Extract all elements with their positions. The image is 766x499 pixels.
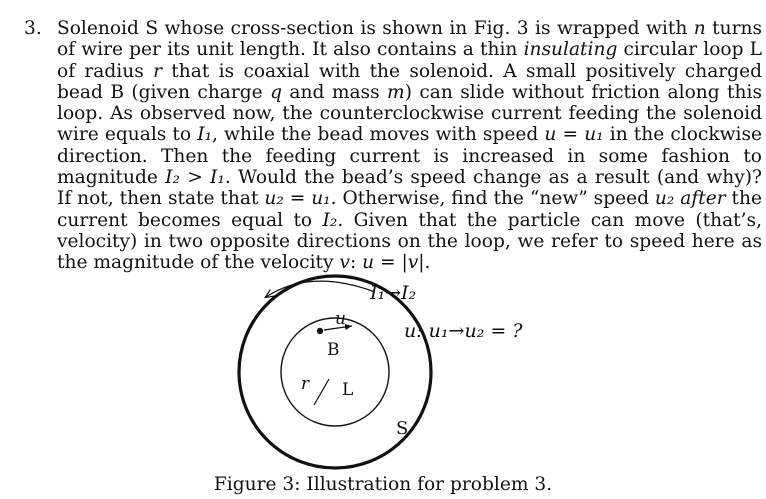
text-run: : <box>349 252 363 274</box>
text-run: that is coaxial with the solenoid. A sma… <box>57 60 762 103</box>
figure-caption: Figure 3: Illustration for problem 3. <box>213 474 553 495</box>
text-run: = <box>556 124 585 146</box>
bead <box>316 327 324 335</box>
text-run: and mass <box>282 81 388 103</box>
radius-line <box>313 378 330 406</box>
math-variable: I₂ <box>165 167 180 189</box>
math-variable: u₁ <box>584 124 604 146</box>
text-run: in the clockwise direction. Then the fee… <box>57 124 762 189</box>
text-run: = | <box>374 252 408 274</box>
problem-statement: 3. Solenoid S whose cross-section is sho… <box>24 18 762 274</box>
math-variable: v <box>339 252 350 274</box>
velocity-arrow <box>323 324 353 331</box>
text-run: . Given that the particle can move (that… <box>57 209 762 274</box>
math-variable: n <box>693 18 706 39</box>
math-variable: I₁ <box>210 167 225 189</box>
text-run: Solenoid S whose cross-section is shown … <box>57 18 694 39</box>
problem-number: 3. <box>24 18 42 39</box>
loop-circle <box>280 317 390 427</box>
math-variable: v <box>407 252 419 274</box>
text-run: . Would the bead’s speed change as a res… <box>57 167 762 210</box>
math-variable: r <box>153 60 162 82</box>
solenoid-label: S <box>396 418 408 439</box>
loop-label: L <box>342 380 353 400</box>
problem-text: Solenoid S whose cross-section is shown … <box>57 18 762 274</box>
math-variable: m <box>387 81 405 103</box>
text-run: ) can slide without friction along this … <box>57 81 762 146</box>
math-variable: u₂ <box>654 188 675 210</box>
math-variable: u₂ <box>264 188 284 210</box>
speed-label: u: u₁→u₂ = ? <box>404 320 523 342</box>
emphasized-text: after <box>680 188 726 210</box>
math-variable: I₁ <box>197 124 213 146</box>
math-variable: I₂ <box>322 209 338 231</box>
math-variable: u <box>362 252 375 274</box>
text-run: , while the bead moves with speed <box>212 124 545 146</box>
velocity-label: u <box>335 309 346 329</box>
text-run: . Otherwise, find the “new” speed <box>330 188 655 210</box>
text-run: circular loop L of radius <box>57 39 762 82</box>
current-label: I₁→I₂ <box>369 282 416 304</box>
text-run: > <box>179 167 211 189</box>
bead-label: B <box>327 340 340 360</box>
emphasized-text: insulating <box>523 39 618 61</box>
text-run: turns of wire per its unit length. It al… <box>57 18 762 61</box>
text-run: = <box>283 188 312 210</box>
math-variable: u₁ <box>311 188 331 210</box>
text-run: |. <box>418 252 431 274</box>
math-variable: u <box>544 124 557 146</box>
math-variable: q <box>270 81 283 103</box>
text-run: the current becomes equal to <box>57 188 762 231</box>
current-direction-arrow <box>266 280 376 297</box>
radius-label: r <box>301 374 310 394</box>
solenoid-circle <box>237 274 433 470</box>
